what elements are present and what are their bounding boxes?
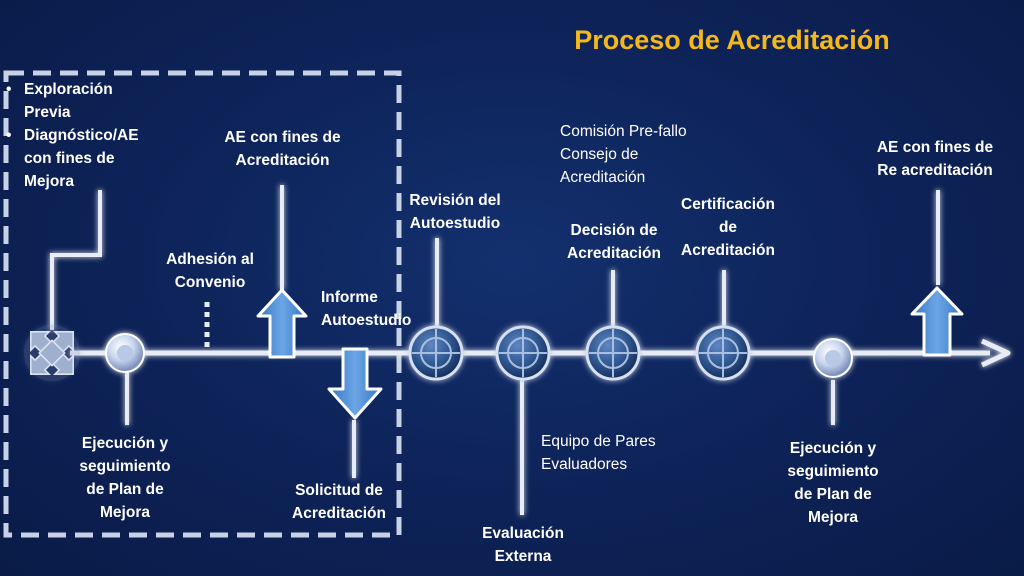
target-circle-icon: [585, 325, 641, 381]
small-orb-icon: [105, 333, 145, 373]
bullet-exploracion: Exploración Previa: [4, 78, 134, 124]
target-circle-icon: [408, 325, 464, 381]
phase-dashed-box: [3, 70, 402, 538]
up-arrow-icon: [910, 286, 964, 357]
bullet-diagnostico: Diagnóstico/AE con fines de Mejora: [4, 124, 149, 193]
small-orb-icon: [813, 338, 853, 378]
page-title: Proceso de Acreditación: [574, 25, 890, 55]
target-circle-icon: [695, 325, 751, 381]
target-circle-icon: [495, 325, 551, 381]
up-arrow-icon: [256, 288, 308, 359]
down-arrow-icon: [327, 347, 383, 420]
cross-arrows-icon: [24, 325, 80, 381]
phase-bullet-list: Exploración Previa Diagnóstico/AE con fi…: [4, 78, 149, 193]
connector-lines: [50, 185, 940, 515]
